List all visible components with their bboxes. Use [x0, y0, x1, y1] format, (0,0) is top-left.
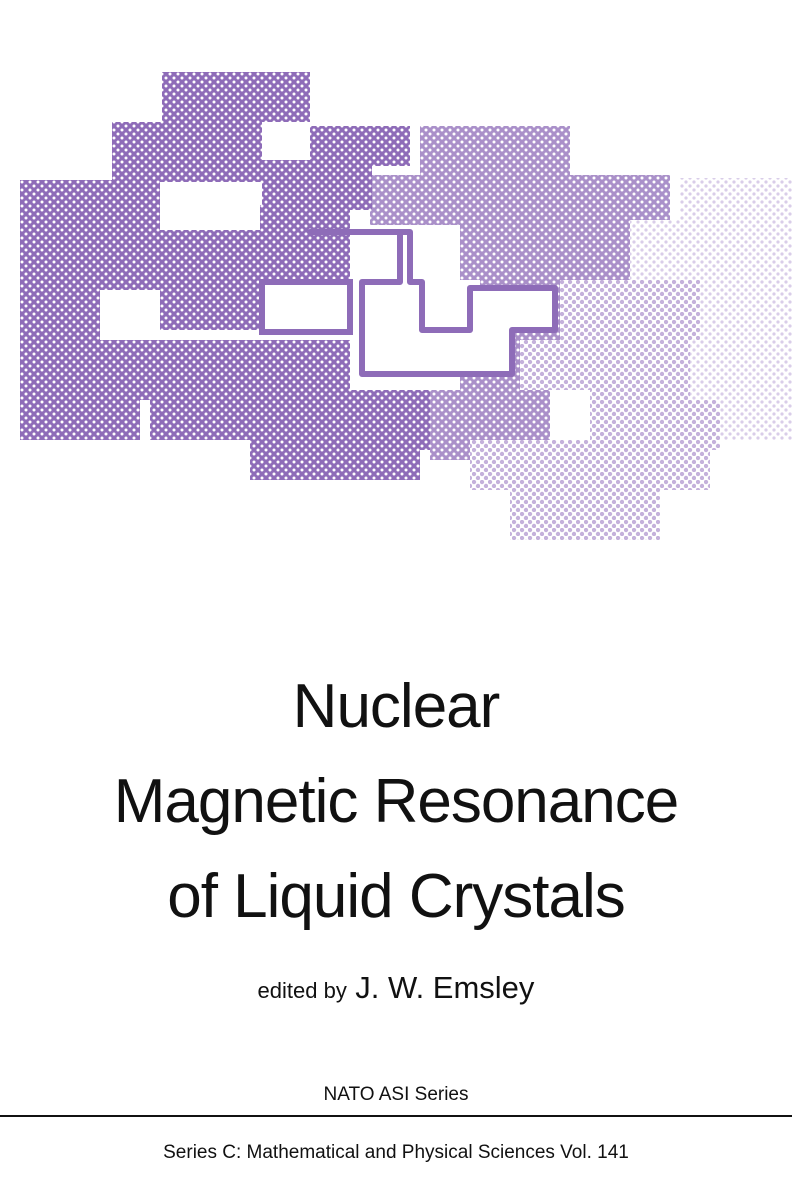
editor-name: J. W. Emsley [355, 970, 535, 1005]
center-outline-shape [259, 229, 558, 377]
cover-pattern-graphic [20, 72, 792, 540]
title-line-1: Nuclear [292, 672, 501, 741]
editor-credit: edited by J. W. Emsley [0, 970, 792, 1006]
title-line-3: of Liquid Crystals [167, 862, 626, 931]
divider-rule [0, 1115, 792, 1117]
title-line-2: Magnetic Resonance [113, 767, 679, 836]
faint-pattern-group [630, 178, 792, 440]
dense-pattern-group [20, 72, 430, 480]
edited-by-label: edited by [257, 978, 347, 1003]
light-pattern-group [470, 280, 720, 540]
series-name: NATO ASI Series [323, 1084, 469, 1105]
series-subtitle: Series C: Mathematical and Physical Scie… [163, 1142, 629, 1163]
